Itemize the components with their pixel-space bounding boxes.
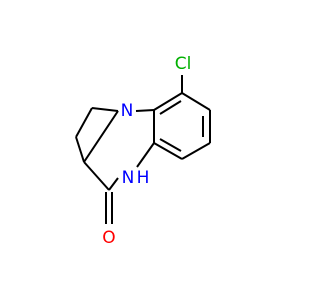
atom-label-layer: Cl N N H O xyxy=(102,54,191,248)
bond-aromatic-6-inner xyxy=(159,100,182,115)
bond-ring-nitrogen-benzene xyxy=(135,109,155,112)
bond-aromatic-3 xyxy=(181,142,211,160)
bond-carbonyl-alpha xyxy=(83,161,110,191)
bond-pyrrolidine-2 xyxy=(75,136,85,163)
chlorine-label: Cl xyxy=(175,54,192,74)
bond-ring-nitrogen-ch2 xyxy=(91,107,119,112)
amide-nitrogen-label: N xyxy=(122,168,135,188)
chemical-structure: Cl N N H O xyxy=(75,54,211,248)
bond-pyrrolidine-1 xyxy=(75,107,93,138)
bond-amide-nitrogen-carbonyl xyxy=(108,177,119,191)
bond-layer xyxy=(75,75,211,224)
bond-aromatic-6 xyxy=(153,92,183,111)
bond-alpha-ring-nitrogen xyxy=(83,110,119,163)
bond-amide-nitrogen-benzene xyxy=(136,142,155,168)
bond-aromatic-4 xyxy=(153,142,183,160)
bond-aromatic-1 xyxy=(181,92,211,111)
carbonyl-oxygen-label: O xyxy=(102,228,115,248)
bond-aromatic-4-inner xyxy=(159,138,182,152)
amide-hydrogen-label: H xyxy=(137,168,150,188)
ring-nitrogen-label: N xyxy=(121,101,134,121)
